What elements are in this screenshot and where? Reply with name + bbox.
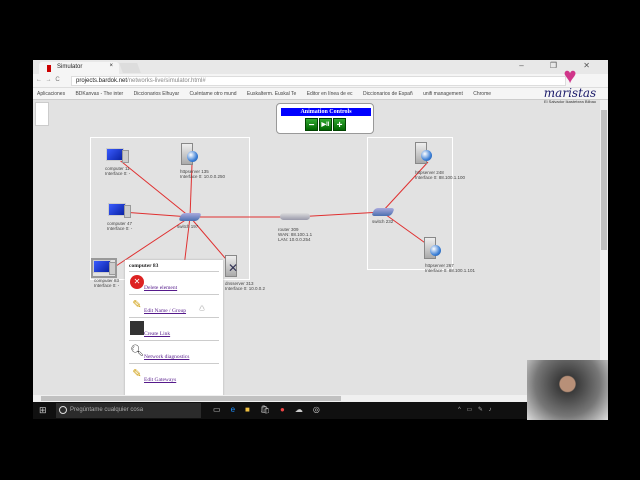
bookmark[interactable]: Cuéntame otro mund bbox=[189, 91, 237, 97]
nav-buttons[interactable]: ← → C bbox=[36, 77, 61, 83]
bookmark[interactable]: Chrome bbox=[473, 91, 492, 97]
onedrive-icon[interactable]: ☁ bbox=[294, 405, 303, 414]
bookmark[interactable]: BDKanvas - The inter bbox=[75, 91, 124, 97]
logo-subtitle: El Salvador Ikastetxea Bilbao bbox=[543, 99, 597, 104]
menu-item-label[interactable]: Network diagnostics bbox=[144, 354, 190, 360]
menu-toggle[interactable] bbox=[35, 102, 49, 126]
url-input[interactable]: projects.bardok.net/networks-live/simula… bbox=[71, 76, 566, 86]
bookmark[interactable]: unifi management bbox=[423, 91, 463, 97]
menu-item-label[interactable]: Delete element bbox=[144, 285, 178, 291]
tab-simulator[interactable]: Simulator × bbox=[39, 62, 119, 74]
menu-item-label[interactable]: Edit Name / Group bbox=[144, 308, 187, 314]
menu-item-edit-gateways[interactable]: ✎Edit Gateways bbox=[129, 363, 219, 385]
delete-icon: ✕ bbox=[130, 275, 144, 289]
link[interactable] bbox=[112, 216, 191, 269]
search-placeholder: Pregúntame cualquier cosa bbox=[70, 407, 144, 413]
chrome-icon[interactable]: ● bbox=[280, 405, 285, 414]
faster-button[interactable]: + bbox=[333, 118, 346, 131]
context-menu-title: computer 83 bbox=[129, 263, 159, 269]
context-menu: computer 83 ✕Delete element ✎Edit Name /… bbox=[125, 260, 223, 395]
bookmarks-bar: Aplicaciones BDKanvas - The inter Diccio… bbox=[33, 88, 608, 100]
horizontal-scrollbar[interactable] bbox=[33, 395, 608, 402]
menu-item-diagnostics[interactable]: 🔍︎Network diagnostics bbox=[129, 340, 219, 362]
magnifier-icon: 🔍︎ bbox=[130, 345, 144, 357]
link[interactable] bbox=[120, 211, 191, 218]
favicon-icon bbox=[47, 65, 51, 72]
maristas-logo: ♥ maristas El Salvador Ikastetxea Bilbao bbox=[535, 65, 605, 115]
pencil-icon: ✎ bbox=[132, 299, 142, 311]
bookmark[interactable]: Aplicaciones bbox=[37, 91, 66, 97]
link[interactable] bbox=[116, 157, 191, 218]
computer-icon[interactable] bbox=[106, 148, 129, 164]
slower-button[interactable]: − bbox=[305, 118, 318, 131]
browser-window: Simulator × – ❐ ✕ ← → C projects.bardok.… bbox=[33, 60, 608, 402]
new-tab-button[interactable] bbox=[119, 63, 141, 73]
http-server-icon[interactable] bbox=[181, 143, 198, 167]
webcam-overlay bbox=[527, 360, 608, 420]
mouse-cursor-icon: ▲ bbox=[198, 303, 206, 312]
network-group-wan bbox=[367, 137, 453, 270]
taskbar: ⊞ Pregúntame cualquier cosa ▭ e ■ 🛍︎ ● ☁… bbox=[33, 402, 608, 419]
link[interactable] bbox=[381, 161, 429, 213]
router-icon[interactable] bbox=[280, 213, 310, 220]
link-icon bbox=[130, 321, 144, 335]
cortana-icon bbox=[59, 406, 67, 414]
task-view-icon[interactable]: ▭ bbox=[213, 405, 221, 414]
vertical-scrollbar[interactable] bbox=[600, 100, 608, 395]
url-host: projects.bardok.net bbox=[76, 78, 128, 84]
menu-item-edit-name[interactable]: ✎Edit Name / Group bbox=[129, 294, 219, 316]
taskbar-apps: ▭ e ■ 🛍︎ ● ☁ ◎ bbox=[213, 405, 320, 414]
computer-icon-selected[interactable] bbox=[91, 258, 117, 278]
bookmark[interactable]: Editor en línea de ec bbox=[306, 91, 353, 97]
menu-item-label[interactable]: Edit Gateways bbox=[144, 377, 177, 383]
http-server-icon[interactable] bbox=[424, 237, 441, 261]
tab-title: Simulator bbox=[57, 64, 83, 70]
node-label: switch 197 bbox=[177, 224, 199, 229]
menu-item-create-link[interactable]: Create Link bbox=[129, 317, 219, 339]
dns-server-icon[interactable]: ✕ bbox=[225, 255, 241, 279]
tab-close-button[interactable]: × bbox=[109, 63, 113, 69]
bookmark[interactable]: Diccionarios Elhuyar bbox=[133, 91, 180, 97]
http-server-icon[interactable] bbox=[415, 142, 432, 166]
play-pause-button[interactable]: ▶II bbox=[319, 118, 332, 131]
windows-start-icon[interactable]: ⊞ bbox=[39, 405, 47, 415]
url-path: /networks-live/simulator.html# bbox=[127, 78, 206, 84]
bookmark[interactable]: Euskalterm. Euskal Te bbox=[246, 91, 297, 97]
link[interactable] bbox=[189, 163, 193, 218]
app-icon[interactable]: ◎ bbox=[312, 405, 320, 414]
computer-icon[interactable] bbox=[108, 203, 131, 219]
links-layer bbox=[112, 157, 436, 276]
heart-logo-icon: ♥ bbox=[563, 63, 577, 88]
logo-name: maristas bbox=[543, 86, 597, 100]
edge-icon[interactable]: e bbox=[230, 405, 236, 414]
menu-item-label[interactable]: Create Link bbox=[144, 331, 171, 337]
pencil-icon: ✎ bbox=[132, 368, 142, 380]
bookmark[interactable]: Diccionarios de Españ bbox=[362, 91, 413, 97]
window-controls[interactable]: – ❐ ✕ bbox=[519, 61, 602, 70]
file-explorer-icon[interactable]: ■ bbox=[245, 405, 250, 414]
store-icon[interactable]: 🛍︎ bbox=[259, 405, 271, 414]
link[interactable] bbox=[189, 216, 232, 266]
system-tray-icons[interactable]: ^ ▭ ✎ ♪ bbox=[458, 407, 494, 413]
cortana-search-input[interactable]: Pregúntame cualquier cosa bbox=[56, 403, 201, 418]
node-label: switch 232 bbox=[372, 219, 394, 224]
address-bar-row: ← → C projects.bardok.net/networks-live/… bbox=[33, 74, 608, 88]
tab-bar: Simulator × – ❐ ✕ bbox=[33, 60, 608, 74]
menu-item-delete[interactable]: ✕Delete element bbox=[129, 271, 219, 293]
animation-controls: Animation Controls − ▶II + bbox=[276, 103, 374, 134]
animation-controls-title: Animation Controls bbox=[281, 108, 371, 116]
